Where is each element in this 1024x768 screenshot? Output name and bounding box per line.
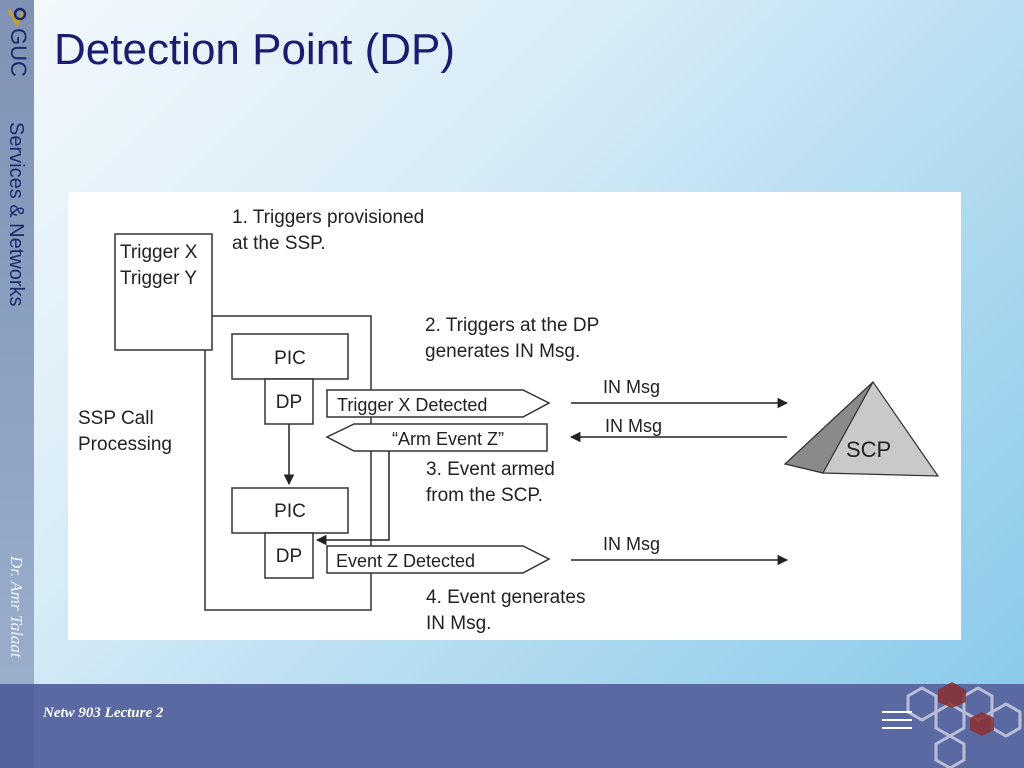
trigger-x-label: Trigger X <box>120 242 198 263</box>
ssp-call-processing-box <box>204 315 372 611</box>
trigger-y-label: Trigger Y <box>120 268 197 289</box>
step4-line1: 4. Event generates <box>426 587 586 608</box>
step4-line2: IN Msg. <box>426 613 491 634</box>
footer-left-block <box>0 684 34 768</box>
step1-line1: 1. Triggers provisioned <box>232 207 424 228</box>
left-sidebar: GUC Services & Networks Dr. Amr Talaat <box>0 0 34 684</box>
trigger-x-detected-label: Trigger X Detected <box>337 395 487 415</box>
course-title: Services & Networks <box>5 122 27 307</box>
ssp-call-label-line2: Processing <box>78 434 172 455</box>
in-msg-label-3: IN Msg <box>603 534 660 554</box>
arm-event-path <box>315 450 390 546</box>
dp-box-bottom <box>264 532 314 579</box>
in-msg-label-2: IN Msg <box>605 416 662 436</box>
event-z-detected-callout <box>326 545 551 574</box>
dp-top-label: DP <box>276 392 302 413</box>
scp-label: SCP <box>846 437 891 462</box>
hexagon-network-logo-icon <box>882 682 1022 768</box>
step3-line2: from the SCP. <box>426 485 543 506</box>
footer-bar: Netw 903 Lecture 2 <box>0 684 1024 768</box>
trigger-x-detected-callout <box>326 389 551 418</box>
guc-logo-icon <box>7 7 27 28</box>
ssp-call-label-line1: SSP Call <box>78 408 154 429</box>
author-name: Dr. Amr Talaat <box>7 556 26 658</box>
arm-event-z-callout <box>325 423 548 452</box>
dp-bottom-label: DP <box>276 546 302 567</box>
step2-line2: generates IN Msg. <box>425 341 580 362</box>
step1-line2: at the SSP. <box>232 233 326 254</box>
trigger-box <box>114 233 213 351</box>
step3-line1: 3. Event armed <box>426 459 555 480</box>
step2-line1: 2. Triggers at the DP <box>425 315 599 336</box>
pic-top-label: PIC <box>274 348 306 369</box>
event-z-detected-label: Event Z Detected <box>336 551 475 571</box>
arm-event-z-label: “Arm Event Z” <box>392 429 504 449</box>
logo-text: GUC <box>6 28 31 77</box>
dp-box-top <box>264 378 314 425</box>
slide-title: Detection Point (DP) <box>54 25 456 74</box>
scp-pyramid-icon <box>783 380 940 477</box>
detection-point-diagram: 1. Triggers provisioned at the SSP. Trig… <box>68 192 961 640</box>
footer-text: Netw 903 Lecture 2 <box>43 705 164 721</box>
pic-box-top <box>231 333 349 380</box>
pic-bottom-label: PIC <box>274 501 306 522</box>
in-msg-label-1: IN Msg <box>603 377 660 397</box>
